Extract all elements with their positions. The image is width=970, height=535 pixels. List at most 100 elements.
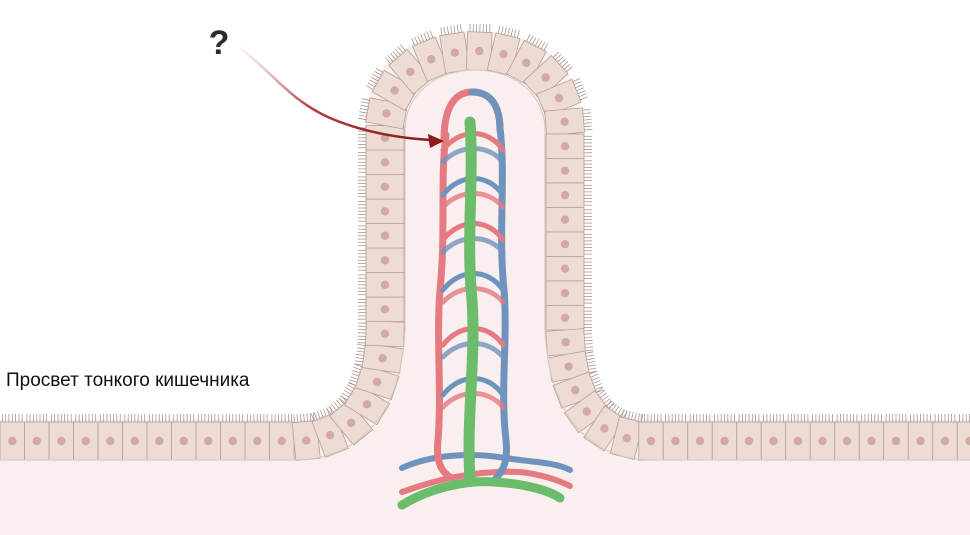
epithelial-cell xyxy=(545,207,585,233)
epithelial-cell xyxy=(785,421,811,461)
epithelial-cell xyxy=(365,320,405,348)
microvillus xyxy=(367,82,376,88)
cell-nucleus xyxy=(380,158,390,167)
microvillus xyxy=(585,351,594,354)
microvillus xyxy=(389,53,396,60)
microvillus xyxy=(358,117,367,121)
epithelial-cell xyxy=(858,421,885,461)
microvillus xyxy=(587,364,596,367)
microvillus xyxy=(619,409,626,417)
microvillus xyxy=(543,43,549,51)
epithelial-cell xyxy=(907,421,934,461)
cell-nucleus xyxy=(582,407,591,416)
microvillus xyxy=(353,366,362,371)
microvillus xyxy=(578,93,587,98)
microvillus xyxy=(371,76,379,82)
epithelial-cell xyxy=(506,39,547,86)
microvillus xyxy=(420,34,425,42)
microvillus xyxy=(354,363,363,366)
microvillus xyxy=(580,96,588,101)
microvillus xyxy=(501,26,504,35)
epithelial-cell xyxy=(365,174,405,200)
epithelial-cell xyxy=(311,412,349,458)
basement-membrane xyxy=(0,69,970,461)
epithelial-cell xyxy=(365,296,405,322)
cell-nucleus xyxy=(302,436,311,445)
microvillus xyxy=(426,31,431,40)
microvillus xyxy=(510,28,514,37)
microvillus xyxy=(453,25,456,34)
cell-nucleus xyxy=(560,117,569,126)
cell-nucleus xyxy=(253,436,262,446)
epithelial-cell xyxy=(361,342,404,374)
microvillus xyxy=(537,40,543,48)
cell-nucleus xyxy=(155,436,164,446)
cell-nucleus xyxy=(940,436,950,446)
cell-nucleus xyxy=(560,289,570,298)
epithelial-cell xyxy=(48,421,74,461)
microvillus xyxy=(585,349,594,352)
cell-nucleus xyxy=(380,207,390,216)
cell-nucleus xyxy=(372,377,382,387)
epithelial-cell xyxy=(760,421,787,461)
microvillus xyxy=(606,400,612,408)
microvillus xyxy=(591,377,600,381)
cell-nucleus xyxy=(561,338,570,347)
cell-nucleus xyxy=(560,190,570,200)
epithelial-cell xyxy=(195,421,221,461)
microvillus xyxy=(356,347,365,350)
microvillus xyxy=(637,413,641,422)
microvillus xyxy=(356,350,365,353)
microvillus xyxy=(400,44,406,52)
microvillus xyxy=(397,46,404,54)
lacteal xyxy=(463,116,479,484)
microvillus xyxy=(593,383,602,387)
microvillus xyxy=(617,407,623,415)
microvillus xyxy=(352,370,361,374)
cell-nucleus xyxy=(571,385,580,395)
cell-nucleus xyxy=(646,436,656,446)
cell-nucleus xyxy=(554,93,564,103)
epithelial-cell xyxy=(536,78,582,118)
cell-nucleus xyxy=(720,436,729,446)
microvillus xyxy=(583,333,593,335)
microvillus xyxy=(634,412,637,421)
lacteal-base xyxy=(397,477,565,510)
epithelial-cell xyxy=(883,421,909,461)
cell-nucleus xyxy=(671,436,680,446)
cell-nucleus xyxy=(380,305,390,314)
microvillus xyxy=(557,56,564,63)
microvillus xyxy=(358,114,367,117)
cell-nucleus xyxy=(378,354,387,363)
cell-nucleus xyxy=(769,436,778,446)
cell-nucleus xyxy=(380,182,390,192)
epithelial-cell xyxy=(371,69,418,112)
microvillus xyxy=(526,34,531,42)
microvillus xyxy=(531,37,537,45)
microvillus xyxy=(360,104,369,108)
microvillus xyxy=(584,336,593,338)
microvillus xyxy=(313,412,315,421)
cell-nucleus xyxy=(81,436,90,446)
microvillus xyxy=(414,36,419,45)
microvillus xyxy=(584,339,593,342)
epithelial-cell xyxy=(365,272,405,298)
microvillus xyxy=(601,395,609,401)
microvillus xyxy=(584,128,593,131)
cell-nucleus xyxy=(380,231,390,241)
microvillus xyxy=(608,401,615,410)
epithelial-cell xyxy=(563,389,610,434)
cell-nucleus xyxy=(818,436,827,446)
microvillus xyxy=(563,63,571,70)
question-mark-icon: ? xyxy=(209,24,230,62)
microvillus xyxy=(338,398,346,404)
cell-nucleus xyxy=(522,58,531,67)
cell-nucleus xyxy=(916,436,925,446)
cell-nucleus xyxy=(793,436,803,446)
microvillus xyxy=(345,387,353,392)
microvillus xyxy=(296,414,299,423)
epithelial-cell xyxy=(932,421,958,461)
epithelial-cell-layer xyxy=(0,31,970,462)
microvillus xyxy=(359,108,368,111)
microvillus xyxy=(559,58,566,65)
